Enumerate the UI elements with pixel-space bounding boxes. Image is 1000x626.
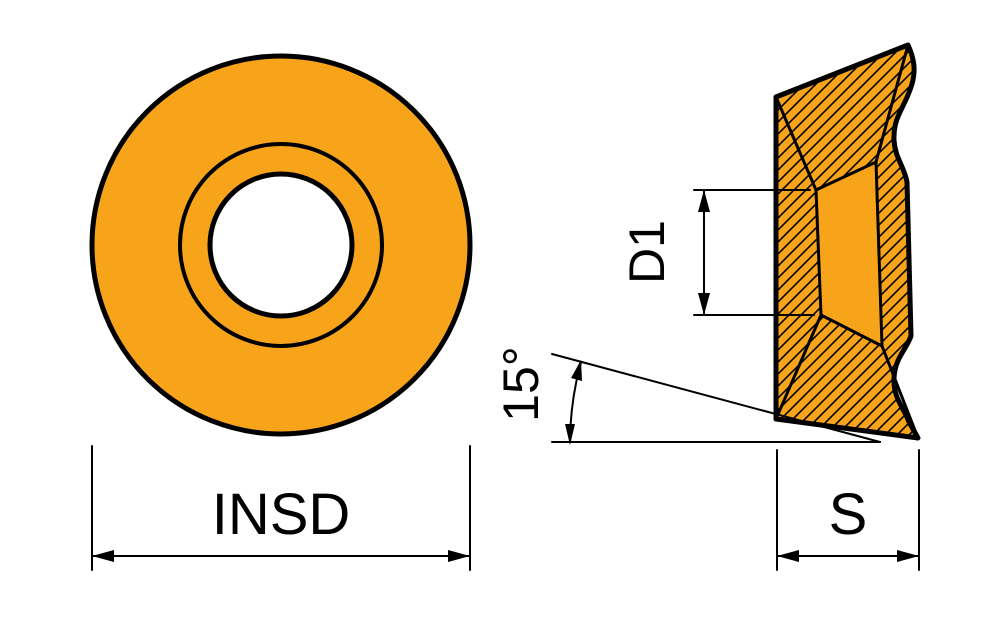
insd-arrow-right-icon — [448, 550, 470, 562]
angle-arrow-bottom-icon — [565, 424, 575, 445]
insert-chamfer-circle — [178, 142, 384, 348]
angle-slant-line — [551, 353, 881, 443]
side-view — [773, 42, 921, 441]
d1-label: D1 — [619, 220, 675, 284]
insd-arrow-left-icon — [92, 550, 114, 562]
angle-label: 15° — [493, 346, 549, 422]
s-arrow-left-icon — [777, 550, 799, 562]
side-view-edge-bottom-left — [774, 313, 823, 421]
side-view-edge-top-right — [874, 43, 910, 164]
s-arrow-right-icon — [897, 550, 919, 562]
d1-arrow-top-icon — [698, 190, 710, 212]
insd-label: INSD — [212, 482, 351, 547]
s-label: S — [829, 482, 868, 547]
s-dimension: S — [776, 449, 920, 571]
insd-dimension: INSD — [91, 445, 471, 571]
side-view-outline — [773, 42, 921, 441]
d1-arrow-bottom-icon — [698, 293, 710, 315]
front-view — [89, 53, 473, 437]
side-view-edge-top-left — [774, 95, 818, 192]
angle-annotation: 15° — [493, 346, 881, 445]
side-view-bore-band — [814, 160, 884, 348]
angle-arrow-top-icon — [571, 360, 582, 381]
insert-center-bore — [207, 171, 355, 319]
d1-dimension: D1 — [619, 189, 815, 316]
